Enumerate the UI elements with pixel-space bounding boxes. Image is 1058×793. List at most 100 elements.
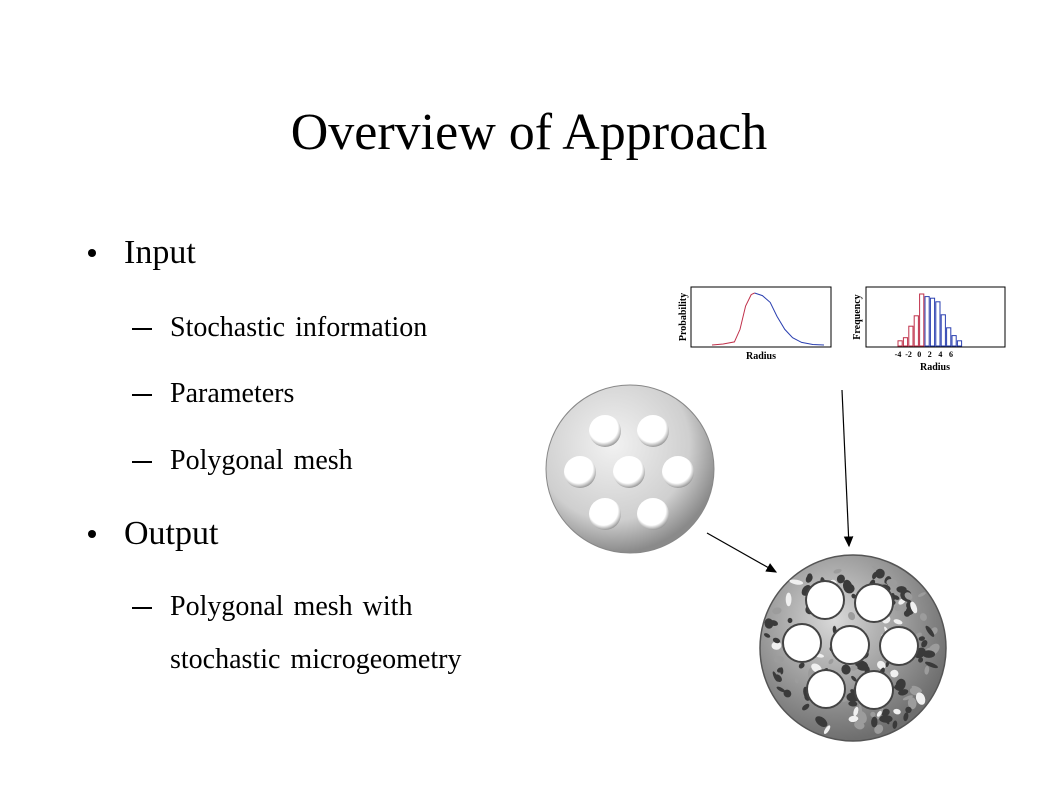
surface-texture-speck [787,617,793,624]
surface-texture-speck [922,650,936,658]
surface-texture-speck [925,625,935,637]
surface-texture-speck [903,610,911,617]
arrow-mesh-to-output [706,532,778,573]
frequency-chart-ylabel: Frequency [852,294,863,339]
frequency-bar [956,340,963,347]
surface-texture-speck [893,708,901,715]
surface-texture-speck [815,716,828,727]
surface-texture-speck [783,689,792,698]
surface-texture-speck [769,620,779,627]
mesh-hole [564,456,596,488]
mesh-hole [589,415,621,447]
mesh-hole [879,626,919,666]
dash-icon [132,328,152,330]
sub-item-label: Polygonal mesh [170,445,353,476]
bullet-dot-icon [88,249,96,257]
probability-series-line [711,292,755,346]
input-mesh-disk [545,384,715,554]
surface-texture-speck [881,708,890,717]
mesh-hole [806,669,846,709]
surface-texture-speck [895,678,906,691]
mesh-hole [613,456,645,488]
surface-texture-speck [917,592,926,597]
slide-title: Overview of Approach [290,104,768,161]
surface-texture-speck [872,565,879,570]
surface-texture-speck [918,657,924,663]
arrow-stats-to-output [841,389,854,548]
frequency-bar [897,340,903,347]
surface-texture-speck [886,578,898,587]
surface-texture-speck [854,720,865,730]
surface-texture-speck [875,568,885,579]
surface-texture-speck [902,695,913,701]
surface-texture-speck [910,601,918,614]
sub-item-label: Polygonal mesh with [170,591,413,622]
mesh-hole [805,580,845,620]
mesh-hole [637,498,669,530]
surface-texture-speck [851,675,857,682]
surface-texture-speck [879,715,893,723]
probability-chart: Radius Probability [678,286,832,362]
surface-texture-speck [871,716,878,728]
frequency-tick-label: -2 [905,350,912,359]
surface-texture-speck [780,667,784,675]
surface-texture-speck [919,613,927,621]
surface-texture-speck [876,710,882,717]
frequency-chart-xlabel: Radius [920,362,950,373]
frequency-bar [919,293,925,347]
surface-texture-speck [870,711,876,718]
probability-chart-ylabel: Probability [678,293,689,341]
surface-texture-speck [874,724,884,734]
probability-series-line [754,292,825,346]
surface-texture-speck [911,685,923,693]
dash-icon [132,607,152,609]
surface-texture-speck [851,593,856,599]
surface-texture-speck [858,703,863,718]
surface-texture-speck [924,665,930,675]
mesh-hole [830,625,870,665]
frequency-tick-label: 0 [917,350,921,359]
surface-texture-speck [776,686,786,693]
surface-texture-speck [918,636,925,641]
surface-texture-speck [842,579,853,594]
surface-texture-speck [915,692,926,705]
surface-texture-speck [772,607,782,615]
frequency-bar [908,325,914,347]
surface-texture-speck [823,725,831,735]
frequency-bar [951,335,957,347]
surface-texture-speck [856,710,867,724]
output-mesh-rough-disk [759,554,947,742]
mesh-hole [854,583,894,623]
frequency-bar [902,337,909,347]
frequency-bar [924,296,930,347]
surface-texture-speck [872,572,877,580]
probability-plot-frame [690,286,832,348]
surface-texture-speck [853,706,859,717]
surface-texture-speck [771,641,782,650]
mesh-hole [589,498,621,530]
surface-texture-speck [925,661,938,669]
surface-texture-speck [876,660,886,670]
frequency-tick-label: 6 [949,350,953,359]
surface-texture-speck [841,664,851,675]
frequency-tick-label: 4 [938,350,942,359]
surface-texture-speck [904,592,913,600]
bullet-dot-icon [88,530,96,538]
surface-texture-speck [890,669,899,678]
mesh-hole [854,670,894,710]
surface-texture-speck [833,568,842,574]
surface-texture-speck [772,637,781,644]
sub-item-label: Parameters [170,378,295,409]
surface-texture-speck [848,701,858,707]
mesh-hole [662,456,694,488]
frequency-bar [935,301,941,347]
surface-texture-speck [892,720,898,729]
surface-texture-speck [894,604,902,612]
surface-texture-speck [893,619,903,625]
sub-item-label: Stochastic information [170,312,428,343]
sub-item-label: stochastic microgeometry [170,644,462,675]
surface-texture-speck [921,640,928,648]
dash-icon [132,461,152,463]
surface-texture-speck [836,574,845,584]
surface-texture-speck [828,658,834,665]
